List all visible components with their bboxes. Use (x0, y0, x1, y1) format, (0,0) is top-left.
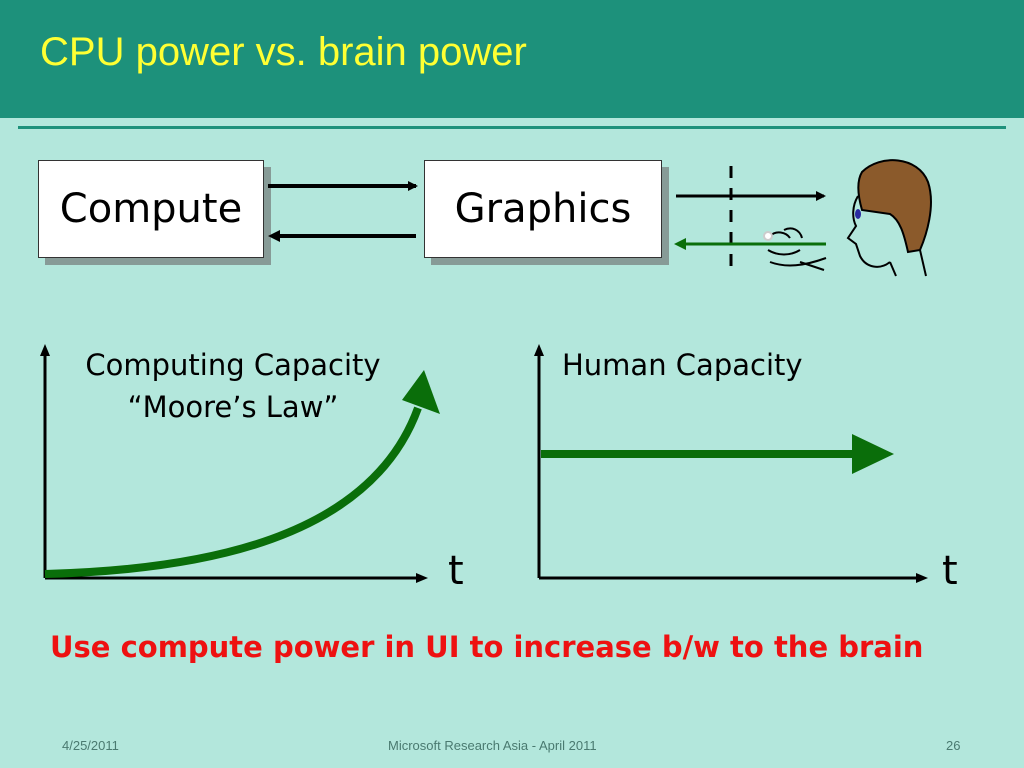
title-rule (18, 126, 1006, 129)
graphics-label: Graphics (454, 186, 632, 232)
title-bar: CPU power vs. brain power (0, 0, 1024, 118)
footer-page-number: 26 (946, 738, 961, 753)
moores-law-arrowhead (402, 370, 440, 414)
callout-text: Use compute power in UI to increase b/w … (50, 630, 924, 664)
arrowhead-from-human (674, 238, 686, 250)
hand-icon (763, 227, 827, 271)
footer-date: 4/25/2011 (62, 738, 119, 753)
footer-center: Microsoft Research Asia - April 2011 (388, 738, 597, 753)
compute-box: Compute (38, 160, 264, 258)
right-chart-title: Human Capacity (562, 348, 803, 382)
human-head-icon (846, 159, 932, 277)
left-chart-subtitle: “Moore’s Law” (127, 390, 339, 424)
right-chart-axes (534, 344, 928, 583)
left-chart-title: Computing Capacity (85, 348, 381, 382)
compute-label: Compute (59, 186, 243, 232)
graphics-box: Graphics (424, 160, 662, 258)
human-capacity-arrowhead (852, 434, 894, 474)
left-chart-axes (40, 344, 428, 583)
left-x-axis-label: t (448, 548, 464, 594)
slide-title: CPU power vs. brain power (40, 30, 527, 74)
arrowhead-graphics-to-compute (268, 230, 280, 242)
moores-law-curve (44, 406, 422, 578)
right-x-axis-label: t (942, 548, 958, 594)
